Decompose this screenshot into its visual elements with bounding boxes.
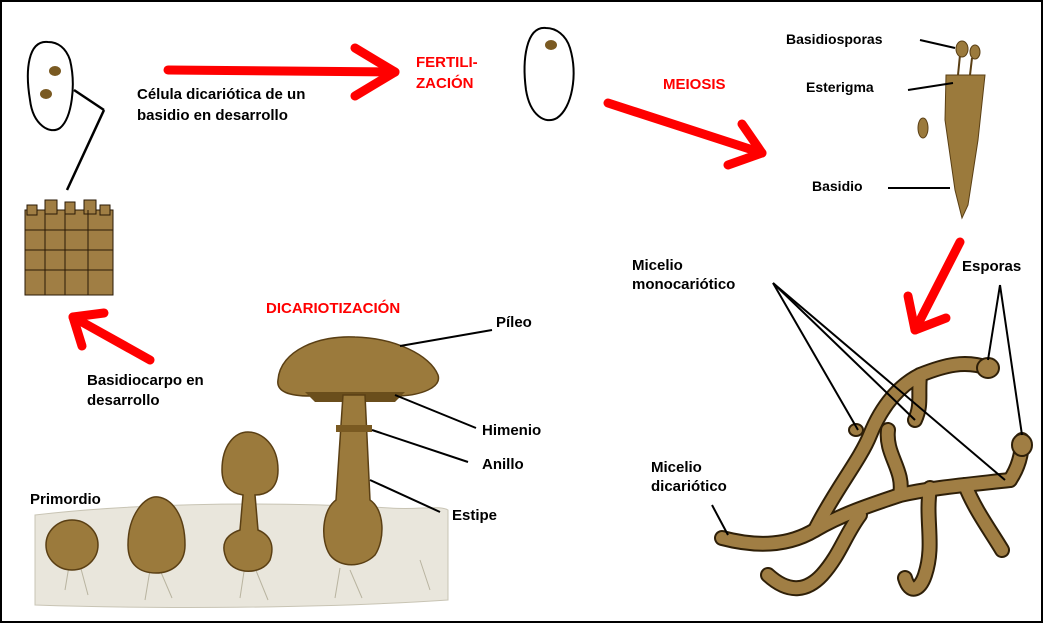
label-micelio-di-line2: dicariótico: [651, 476, 727, 497]
label-pileo: Píleo: [496, 312, 532, 333]
basidiocarp-tissue: [25, 200, 113, 295]
label-fertilizacion-line2: ZACIÓN: [416, 73, 474, 94]
label-basidiocarpo-line2: desarrollo: [87, 390, 160, 411]
dikaryotic-cell: [28, 42, 73, 130]
label-fertilizacion-line1: FERTILI-: [416, 52, 478, 73]
label-meiosis: MEIOSIS: [663, 74, 726, 95]
fertilized-cell: [525, 28, 574, 120]
label-esporas: Esporas: [962, 256, 1021, 277]
label-estipe: Estipe: [452, 505, 497, 526]
label-basidiosporas: Basidiosporas: [786, 29, 882, 50]
label-basidiocarpo-line1: Basidiocarpo en: [87, 370, 204, 391]
label-micelio-mono-line1: Micelio: [632, 255, 683, 276]
label-basidio: Basidio: [812, 176, 863, 197]
label-esterigma: Esterigma: [806, 77, 874, 98]
label-primordio: Primordio: [30, 489, 101, 510]
label-celula-line2: basidio en desarrollo: [137, 105, 288, 126]
label-celula-line1: Célula dicariótica de un: [137, 84, 305, 105]
primordio-1: [46, 520, 98, 570]
label-dicariotizacion: DICARIOTIZACIÓN: [266, 298, 400, 319]
label-anillo: Anillo: [482, 454, 524, 475]
label-micelio-di-line1: Micelio: [651, 457, 702, 478]
label-himenio: Himenio: [482, 420, 541, 441]
label-micelio-mono-line2: monocariótico: [632, 274, 735, 295]
